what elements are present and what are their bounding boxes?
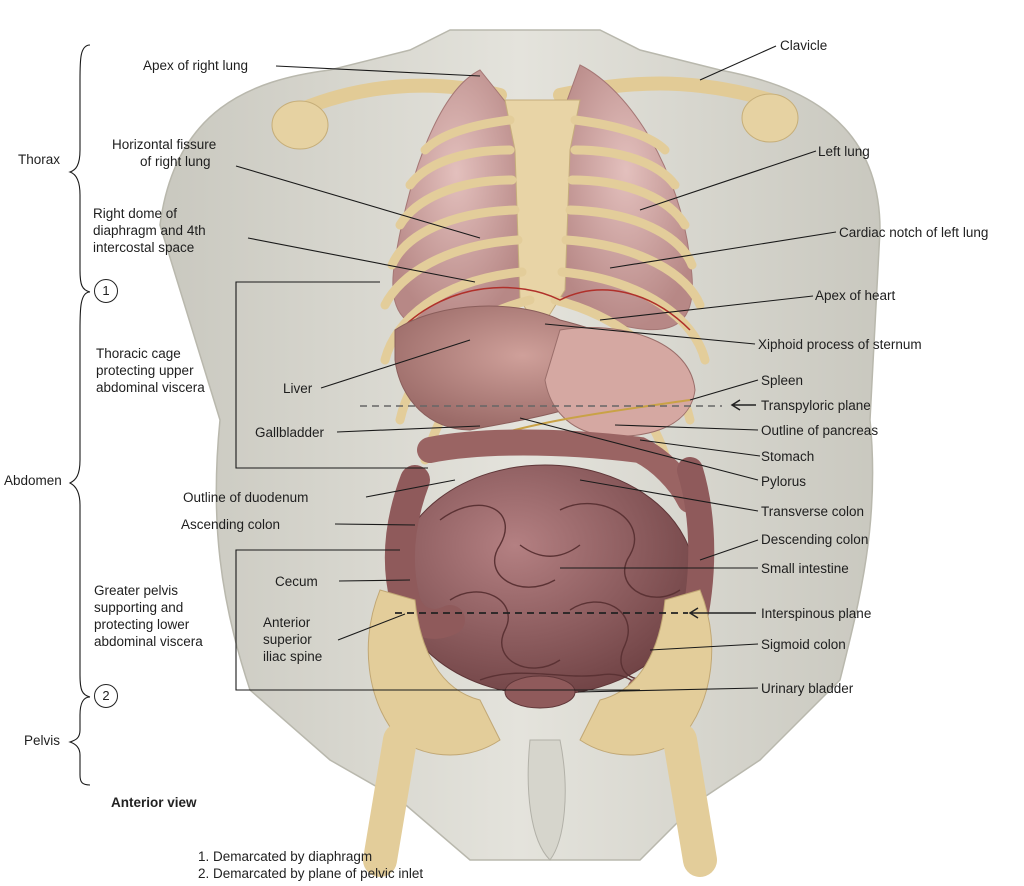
abdomen-brace [68,291,91,698]
label-descending-colon: Descending colon [761,532,869,547]
label-cardiac-notch: Cardiac notch of left lung [839,225,989,240]
label-line: abdominal viscera [96,380,205,395]
label-greater-pelvis: Greater pelvis supporting and protecting… [94,582,203,650]
label-outline-pancreas: Outline of pancreas [761,423,879,438]
label-ascending-colon: Ascending colon [181,517,281,532]
label-line: Greater pelvis [94,583,179,598]
view-title: Anterior view [111,795,197,810]
label-small-intestine: Small intestine [761,561,849,576]
label-line: Thoracic cage [96,346,181,361]
footnotes: 1. Demarcated by diaphragm 2. Demarcated… [198,848,423,882]
pelvis-right [367,589,501,756]
label-liver: Liver [283,381,313,396]
greater-pelvis-bracket [235,549,640,691]
label-line: diaphragm and 4th [93,223,206,238]
interspinous-arrow [688,607,756,619]
femur-left [663,723,717,877]
label-apex-right-lung: Apex of right lung [143,58,249,73]
label-line: Horizontal fissure [112,137,217,152]
label-sigmoid-colon: Sigmoid colon [761,637,846,652]
pelvis-left [579,589,713,756]
thorax-brace [68,44,91,293]
label-clavicle: Clavicle [780,38,828,53]
label-thoracic-cage: Thoracic cage protecting upper abdominal… [96,345,205,396]
label-anterior-superior-iliac-spine: Anterior superior iliac spine [263,614,322,665]
label-transpyloric-plane: Transpyloric plane [761,398,871,413]
label-line: of right lung [140,154,211,169]
region-abdomen: Abdomen [4,473,62,488]
left-shoulder-joint [741,93,799,143]
label-line: protecting lower [94,617,190,632]
label-line: Right dome of [93,206,178,221]
urinary-bladder [504,675,576,709]
label-line: intercostal space [93,240,195,255]
thoracic-cage-bracket [235,281,428,469]
label-xiphoid-process: Xiphoid process of sternum [758,337,922,352]
label-transverse-colon: Transverse colon [761,504,865,519]
label-pylorus: Pylorus [761,474,807,489]
label-line: Anterior [263,615,311,630]
label-line: iliac spine [263,649,323,664]
marker-2: 2 [94,684,118,708]
leader-lines [235,45,837,693]
marker-1: 1 [94,279,118,303]
ascending-colon [384,465,465,639]
transpyloric-arrow [730,399,756,411]
region-thorax: Thorax [18,152,61,167]
right-shoulder-joint [271,100,329,150]
small-intestine-mass [394,464,696,711]
label-right-dome: Right dome of diaphragm and 4th intercos… [93,205,206,256]
footnote-2: 2. Demarcated by plane of pelvic inlet [198,866,424,881]
label-gallbladder: Gallbladder [255,425,325,440]
label-outline-duodenum: Outline of duodenum [183,490,309,505]
label-line: abdominal viscera [94,634,203,649]
footnote-1: 1. Demarcated by diaphragm [198,849,373,864]
label-cecum: Cecum [275,574,318,589]
label-apex-heart: Apex of heart [815,288,896,303]
label-spleen: Spleen [761,373,804,388]
pelvis-brace [68,696,91,786]
label-stomach: Stomach [761,449,815,464]
label-horizontal-fissure: Horizontal fissure of right lung [112,136,216,170]
label-left-lung: Left lung [818,144,870,159]
pubic-region [527,739,566,861]
label-line: protecting upper [96,363,194,378]
transverse-colon [417,429,703,513]
label-line: superior [263,632,312,647]
diaphragm-outline [399,286,691,331]
label-line: supporting and [94,600,184,615]
femur-right [363,723,417,877]
stomach [544,327,696,437]
label-interspinous-plane: Interspinous plane [761,606,872,621]
label-urinary-bladder: Urinary bladder [761,681,854,696]
region-pelvis: Pelvis [24,733,61,748]
